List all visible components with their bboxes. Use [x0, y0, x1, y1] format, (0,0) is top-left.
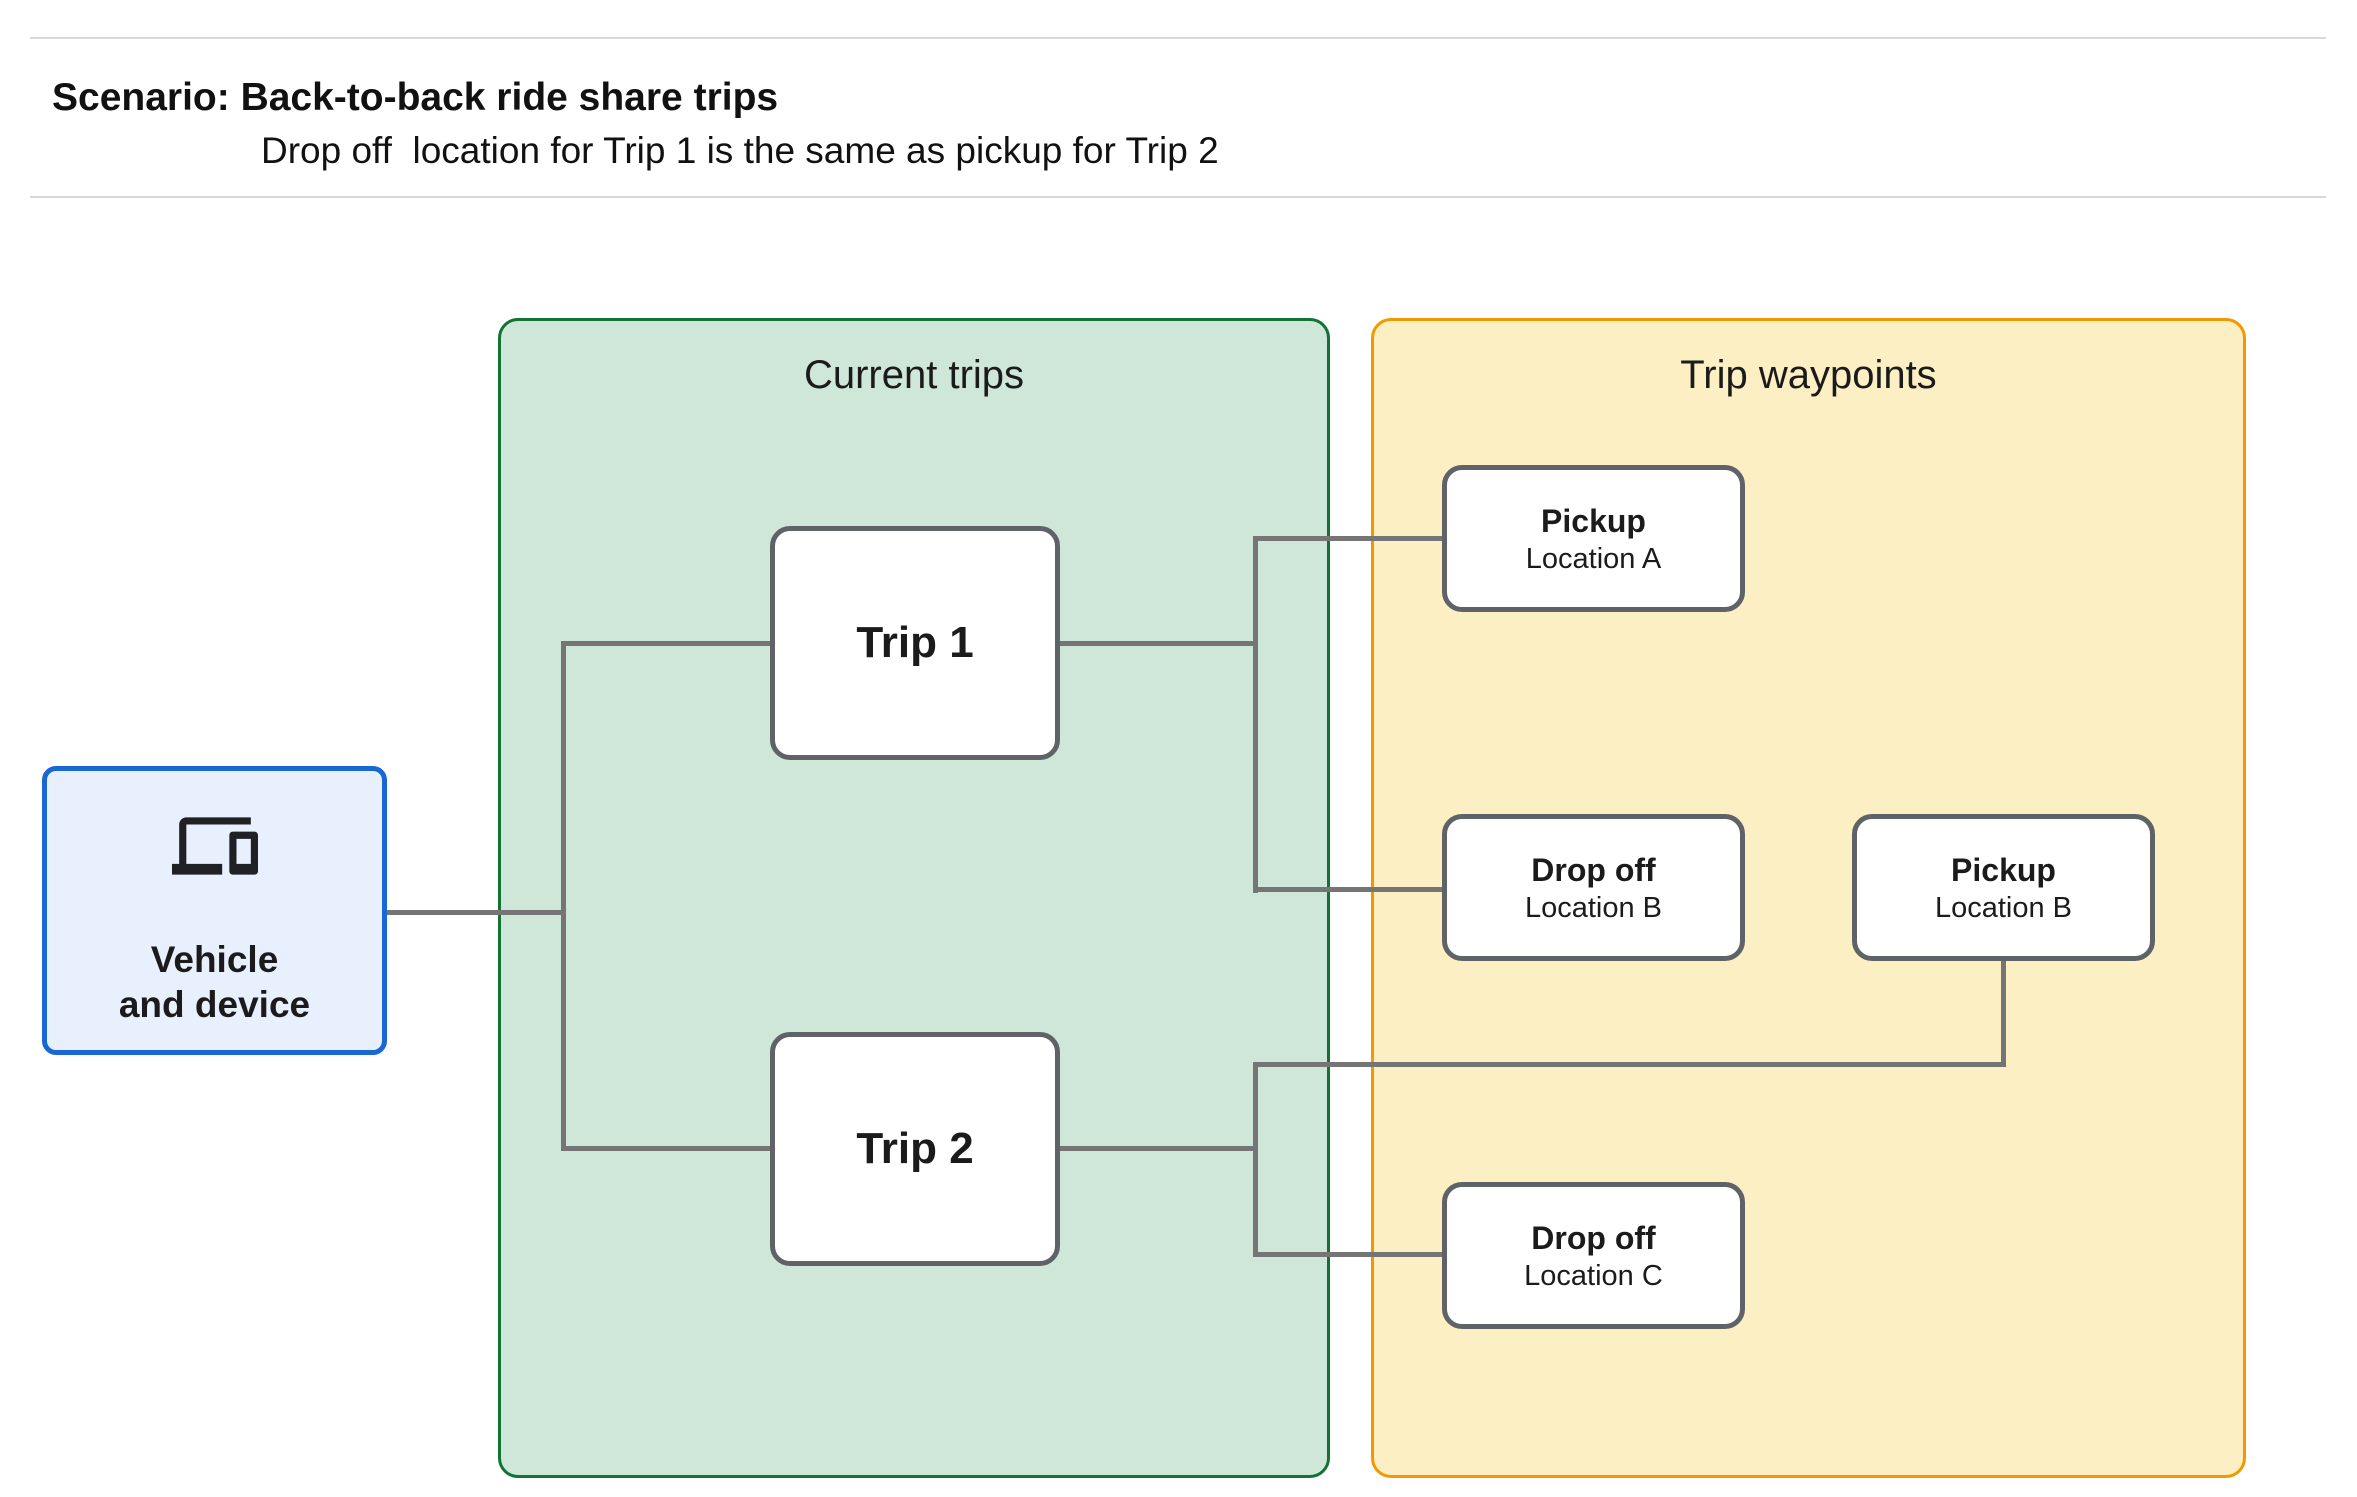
waypoint-subtitle: Location B [1524, 891, 1663, 924]
waypoint-dropoff-location-c: Drop off Location C [1442, 1182, 1745, 1329]
waypoint-pickup-location-b: Pickup Location B [1852, 814, 2155, 961]
connector-junction-vertical [561, 641, 566, 1151]
vehicle-device-node: Vehicle and device [42, 766, 387, 1055]
connector-pickup-b-to-junction [1256, 1062, 2006, 1067]
waypoint-subtitle: Location B [1934, 891, 2073, 924]
connector-junction-to-trip2 [564, 1146, 772, 1151]
connector-trip2-out [1060, 1146, 1256, 1151]
connector-pickup-b-down [2001, 961, 2006, 1067]
connector-trip1-junction-vertical [1253, 536, 1258, 893]
connector-to-dropoff-b [1256, 887, 1442, 892]
waypoint-subtitle: Location A [1525, 542, 1662, 575]
connector-trip1-out [1060, 641, 1256, 646]
vehicle-device-label-line1: Vehicle [150, 939, 279, 980]
trip-2-label: Trip 2 [856, 1124, 974, 1173]
vehicle-device-label-line2: and device [118, 984, 311, 1025]
page-subtitle: Drop off location for Trip 1 is the same… [261, 130, 1219, 171]
vehicle-device-label: Vehicle and device [47, 937, 382, 1027]
waypoint-dropoff-location-b: Drop off Location B [1442, 814, 1745, 961]
waypoint-title: Pickup [1541, 502, 1646, 539]
connector-junction-to-trip1 [564, 641, 772, 646]
group-label-current-trips: Current trips [803, 353, 1025, 397]
connector-to-pickup-a [1256, 536, 1442, 541]
connector-trip2-junction-vertical [1253, 1062, 1258, 1257]
trip-2-node: Trip 2 [770, 1032, 1060, 1266]
trip-1-label: Trip 1 [856, 618, 974, 667]
waypoint-subtitle: Location C [1524, 1259, 1663, 1292]
waypoint-pickup-location-a: Pickup Location A [1442, 465, 1745, 612]
waypoint-title: Pickup [1951, 851, 2056, 888]
devices-icon [171, 817, 258, 875]
waypoint-title: Drop off [1531, 851, 1656, 888]
connector-to-dropoff-c [1256, 1252, 1442, 1257]
divider-bottom [30, 196, 2326, 198]
waypoint-title: Drop off [1531, 1219, 1656, 1256]
group-current-trips: Current trips [498, 318, 1330, 1478]
page-title: Scenario: Back-to-back ride share trips [52, 76, 779, 119]
divider-top [30, 37, 2326, 39]
group-label-trip-waypoints: Trip waypoints [1680, 353, 1937, 397]
trip-1-node: Trip 1 [770, 526, 1060, 760]
connector-vehicle-to-junction [386, 910, 564, 915]
